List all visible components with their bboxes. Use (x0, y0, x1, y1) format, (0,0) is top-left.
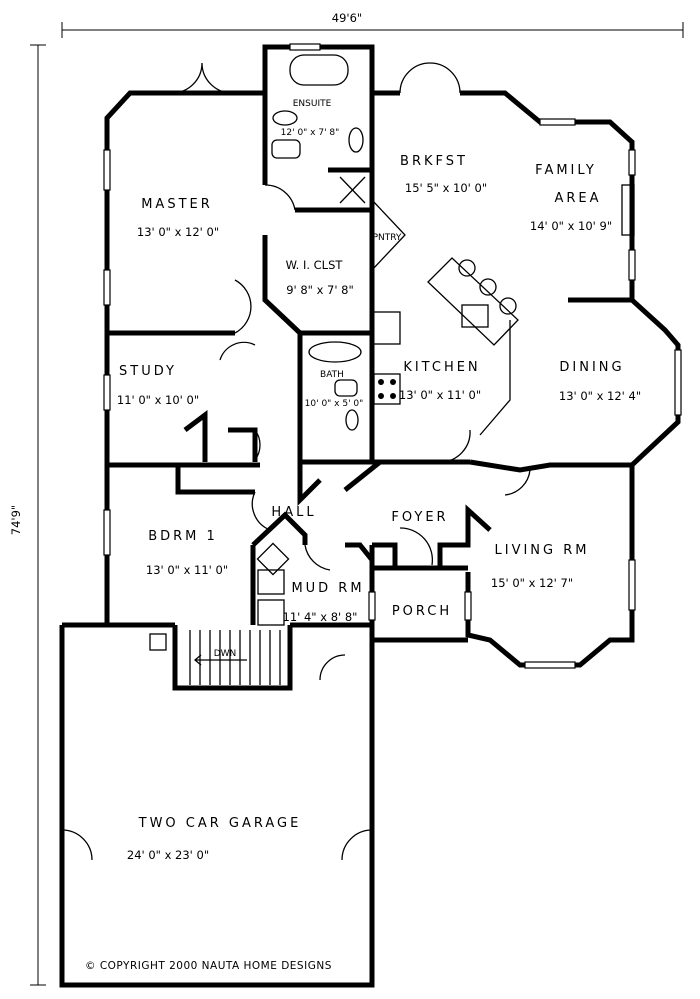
pantry (371, 198, 406, 272)
room-study-name: STUDY (119, 364, 177, 379)
stove (373, 373, 401, 405)
room-bdrm1-name: BDRM 1 (148, 529, 218, 544)
room-master-name: MASTER (141, 197, 213, 212)
room-study-size: 11' 0" x 10' 0" (117, 393, 199, 407)
room-mudrm-name: MUD RM (291, 581, 364, 596)
dimension-depth: 74'9" (9, 44, 46, 986)
room-living-size: 15' 0" x 12' 7" (491, 576, 573, 590)
ensuite-toilet (271, 139, 301, 159)
kitchen-island (427, 257, 519, 346)
room-foyer-name: FOYER (391, 510, 448, 525)
interior-walls (107, 93, 632, 691)
fixtures (149, 54, 635, 685)
room-kitchen-name: KITCHEN (403, 360, 480, 375)
stairs (189, 630, 281, 685)
room-ensuite-name: ENSUITE (293, 99, 332, 109)
room-labels: ENSUITE 12' 0" x 7' 8" MASTER 13' 0" x 1… (117, 99, 641, 862)
fireplace (621, 184, 635, 236)
ensuite-tub (289, 54, 349, 86)
room-bath-name: BATH (320, 370, 344, 380)
room-family-name-2: AREA (554, 191, 601, 206)
dimension-width: 49'6" (61, 10, 684, 38)
room-garage-size: 24' 0" x 23' 0" (127, 848, 209, 862)
room-brkfst-size: 15' 5" x 10' 0" (405, 181, 487, 195)
room-bath-size: 10' 0" x 5' 0" (305, 399, 364, 409)
room-family-size: 14' 0" x 10' 9" (530, 219, 612, 233)
room-family-name-1: FAMILY (535, 163, 597, 178)
width-label: 49'6" (332, 11, 362, 25)
room-garage-name: TWO CAR GARAGE (138, 816, 302, 831)
room-living-name: LIVING RM (495, 543, 590, 558)
room-brkfst-name: BRKFST (400, 154, 468, 169)
room-porch-name: PORCH (392, 604, 452, 619)
room-master-size: 13' 0" x 12' 0" (137, 225, 219, 239)
room-hall-name: HALL (271, 505, 316, 520)
room-dining-size: 13' 0" x 12' 4" (559, 389, 641, 403)
room-dining-name: DINING (559, 360, 624, 375)
room-pantry-name: PNTRY (373, 233, 402, 243)
room-kitchen-size: 13' 0" x 11' 0" (399, 388, 481, 402)
room-closet-size: 9' 8" x 7' 8" (286, 283, 354, 297)
room-bdrm1-size: 13' 0" x 11' 0" (146, 563, 228, 577)
room-closet-name: W. I. CLST (286, 258, 344, 272)
bath-tub (308, 341, 362, 363)
room-ensuite-size: 12' 0" x 7' 8" (281, 128, 340, 138)
stair-label: DWN (214, 649, 237, 659)
room-mudrm-size: 11' 4" x 8' 8" (283, 610, 358, 624)
ensuite-sink (272, 110, 298, 126)
doors (61, 62, 531, 861)
windows (103, 43, 682, 669)
depth-label: 74'9" (9, 505, 23, 535)
exterior-walls (59, 44, 681, 988)
copyright-text: © COPYRIGHT 2000 NAUTA HOME DESIGNS (85, 960, 332, 972)
